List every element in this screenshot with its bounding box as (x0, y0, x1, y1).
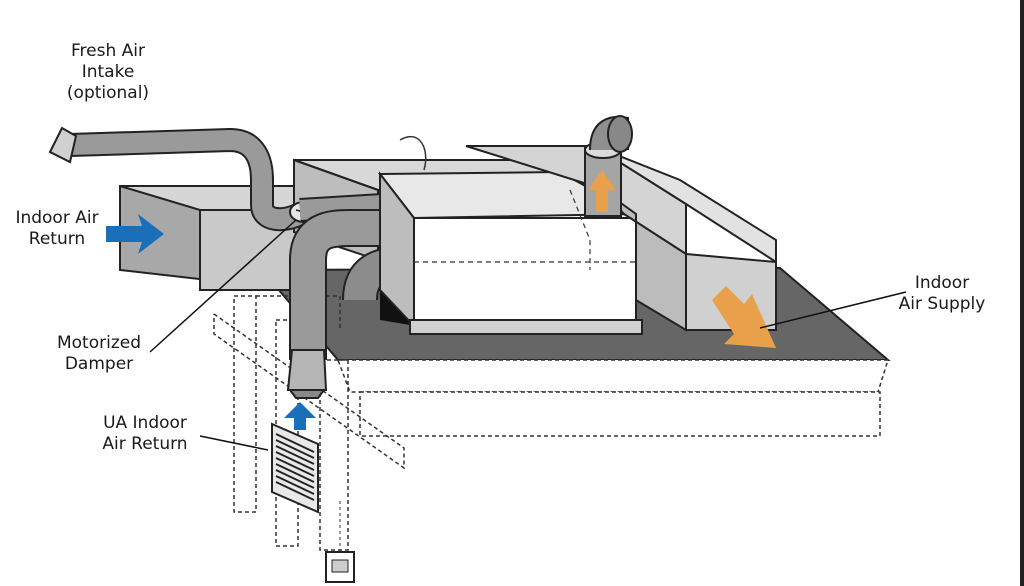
leader-lines (149, 219, 907, 451)
supply-arrow-icon (588, 170, 616, 212)
label-line: Indoor Air (15, 208, 99, 228)
label-line: Intake (81, 62, 135, 82)
label-motorized-damper: Motorized Damper (44, 333, 154, 375)
label-indoor-air-return: Indoor Air Return (4, 208, 110, 250)
return-arrow-icon (284, 402, 316, 430)
fresh-air-duct (48, 126, 306, 232)
label-line: Air Return (102, 434, 188, 454)
return-arrow-icon (106, 214, 164, 254)
label-line: Motorized (56, 333, 142, 353)
label-line: Return (28, 229, 86, 249)
label-fresh-air-intake: Fresh Air Intake (optional) (60, 41, 156, 104)
label-line: Air Supply (898, 294, 986, 314)
supply-arrow-icon (712, 286, 776, 348)
wiring (399, 135, 427, 171)
label-indoor-air-supply: Indoor Air Supply (886, 273, 998, 315)
fresh-air-hood (48, 126, 78, 164)
label-line: Damper (64, 354, 134, 374)
label-line: (optional) (66, 83, 150, 103)
label-ua-indoor-air-return: UA Indoor Air Return (92, 413, 198, 455)
right-edge-bar (1020, 0, 1024, 586)
thermostat-icon (325, 500, 355, 583)
label-line: UA Indoor (103, 413, 187, 433)
air-handler-unit (377, 170, 643, 335)
support-frame (213, 295, 405, 551)
label-line: Fresh Air (71, 41, 145, 61)
grille-icon (271, 422, 319, 514)
label-line: Indoor (914, 273, 970, 293)
